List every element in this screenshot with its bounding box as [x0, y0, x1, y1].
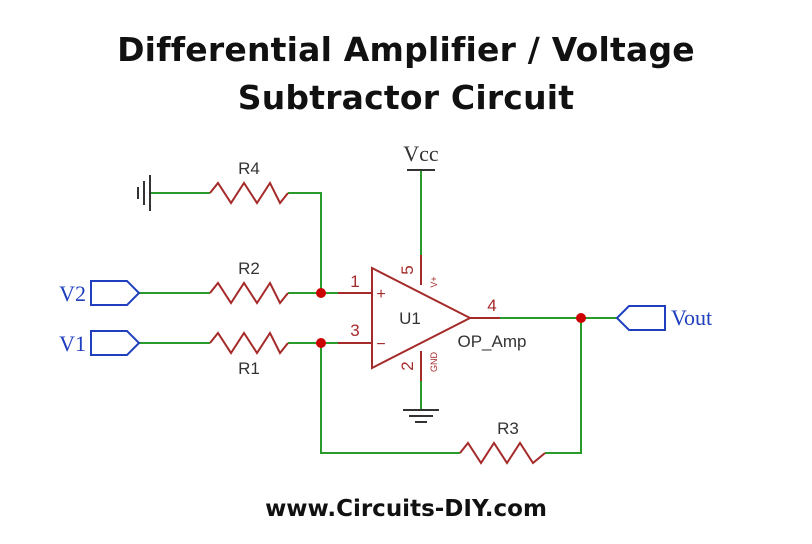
port-v1-label: V1	[59, 331, 86, 356]
wire-inv-to-r3	[320, 343, 460, 454]
opamp-symbol	[371, 266, 473, 370]
junction-inv-node	[316, 338, 326, 348]
r4-label: R4	[238, 159, 260, 178]
opamp-ref-label: U1	[399, 309, 421, 328]
ground-icon-bottom	[403, 409, 439, 423]
vcc-label: Vcc	[403, 141, 439, 166]
resistor-r2-symbol	[209, 280, 289, 305]
diagram-title-line-1: Differential Amplifier / Voltage	[117, 30, 695, 69]
inverting-sign: −	[376, 336, 385, 353]
gnd-pin-label: GND	[429, 352, 439, 373]
pin-3-label: 3	[350, 321, 359, 340]
wire-r3-to-out	[545, 318, 582, 454]
port-vout-icon	[615, 305, 666, 331]
port-v2-label: V2	[59, 281, 86, 306]
wire-r4-to-noninv	[288, 192, 322, 293]
pin-5-label: 5	[398, 265, 417, 274]
port-v1-icon	[90, 330, 141, 356]
pin-1-label: 1	[350, 272, 359, 291]
junction-output-node	[576, 313, 586, 323]
junction-noninv-node	[316, 288, 326, 298]
pin-2-label: 2	[398, 361, 417, 370]
port-v2-icon	[90, 280, 141, 306]
resistor-r4-symbol	[209, 180, 289, 205]
noninverting-sign: +	[376, 286, 385, 303]
opamp-pin-stubs	[338, 255, 500, 381]
r1-label: R1	[238, 359, 260, 378]
port-vout-label: Vout	[671, 305, 712, 330]
r2-label: R2	[238, 259, 260, 278]
r3-label: R3	[497, 419, 519, 438]
resistor-r1-symbol	[209, 330, 289, 355]
diagram-title-line-2: Subtractor Circuit	[237, 78, 575, 117]
resistor-r3-symbol	[459, 441, 546, 465]
footer-website: www.Circuits-DIY.com	[265, 496, 547, 522]
vplus-pin-label: V+	[429, 276, 439, 287]
pin-4-label: 4	[487, 296, 496, 315]
ground-icon-left	[137, 175, 151, 211]
opamp-part-label: OP_Amp	[458, 332, 527, 351]
wires	[139, 170, 617, 454]
